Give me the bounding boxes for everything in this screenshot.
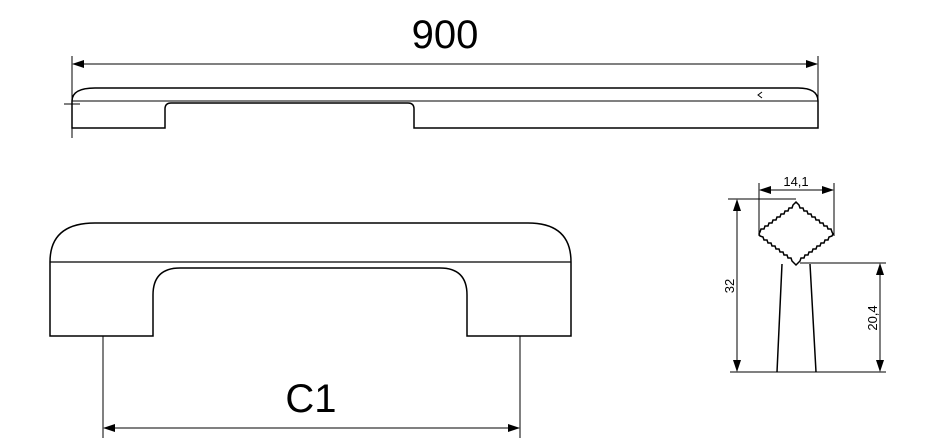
top-view-mark (757, 91, 763, 99)
profile-stem (776, 263, 817, 373)
base-height-dimension (800, 262, 886, 372)
overall-length-dimension (71, 56, 819, 138)
profile-width-label: 14,1 (783, 174, 808, 189)
total-height-label: 32 (722, 279, 737, 293)
top-view (64, 87, 819, 129)
profile-knurled-head (758, 200, 834, 267)
profile-width-dimension (758, 183, 835, 236)
front-view (49, 222, 572, 337)
overall-length-label: 900 (412, 13, 479, 57)
side-profile-view (730, 200, 886, 373)
top-view-outline (71, 87, 819, 129)
center-distance-dimension (102, 336, 521, 438)
front-view-outline (49, 222, 572, 337)
center-distance-label: C1 (285, 377, 336, 421)
base-height-label: 20,4 (865, 305, 880, 330)
total-height-dimension (728, 198, 796, 372)
